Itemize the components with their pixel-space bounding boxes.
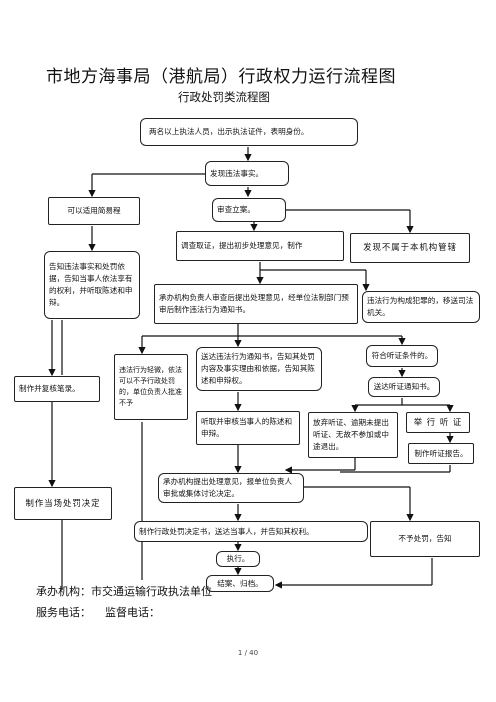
step-notify-rights: 告知违法事实和处罚依据，告知当事人依法享有的权利，并听取陈述和申辩。: [44, 251, 140, 319]
step-hearing-eligible: 符合听证条件的。: [366, 345, 438, 367]
step-not-jurisdiction: 发现不属于本机构管辖: [350, 233, 470, 263]
step-review-filing: 审查立案。: [212, 198, 286, 222]
step-close-archive: 结案、归档。: [206, 575, 274, 592]
step-waive-hearing: 放弃听证、逾期未提出听证、无故不参加或中途退出。: [308, 412, 398, 458]
step-execute: 执行。: [216, 551, 260, 567]
step-summary-procedure: 可以适用简易程: [48, 197, 140, 225]
footer-agency: 承办机构：市交通运输行政执法单位: [36, 585, 212, 598]
step-hearing-report: 制作听证报告。: [408, 443, 474, 464]
page-title: 市地方海事局（港航局）行政权力运行流程图: [46, 67, 396, 87]
step-deliver-notice: 送达违法行为通知书，告知其处罚内容及事实理由和依据，告知其陈述和申辩权。: [196, 347, 322, 391]
step-head-approval: 承办机构提出处理意见，报单位负责人审批或集体讨论决定。: [158, 473, 304, 503]
step-make-record: 制作并复核笔录。: [14, 376, 100, 402]
step-hold-hearing: 举 行 听 证: [406, 412, 470, 433]
step-transfer-judicial: 违法行为构成犯罪的，移送司法机关。: [362, 291, 480, 323]
footer-phones: 服务电话： 监督电话：: [36, 606, 160, 619]
step-head-review: 承办机构负责人审查后提出处理意见，经单位法制部门预审后制作违法行为通知书。: [154, 284, 358, 324]
step-investigate: 调查取证，提出初步处理意见，制作: [176, 231, 344, 261]
step-discover-violation: 发现违法事实。: [205, 161, 289, 186]
step-no-penalty: 不予处罚，告知: [370, 521, 480, 557]
step-minor-violation: 违法行为轻微，依法可以不予行政处罚的，单位负责人批准不予: [114, 354, 188, 420]
step-hear-statement: 听取并审核当事人的陈述和申辩。: [196, 411, 300, 445]
step-decision-document: 制作行政处罚决定书，送达当事人，并告知其权利。: [134, 521, 368, 542]
step-hearing-notice: 送达听证通知书。: [368, 377, 440, 397]
page-number: 1 / 40: [237, 649, 259, 657]
page-subtitle: 行政处罚类流程图: [178, 90, 270, 104]
step-show-credentials: 两名以上执法人员，出示执法证件，表明身份。: [140, 118, 358, 146]
step-onsite-decision: 制作当场处罚决定: [14, 487, 112, 520]
